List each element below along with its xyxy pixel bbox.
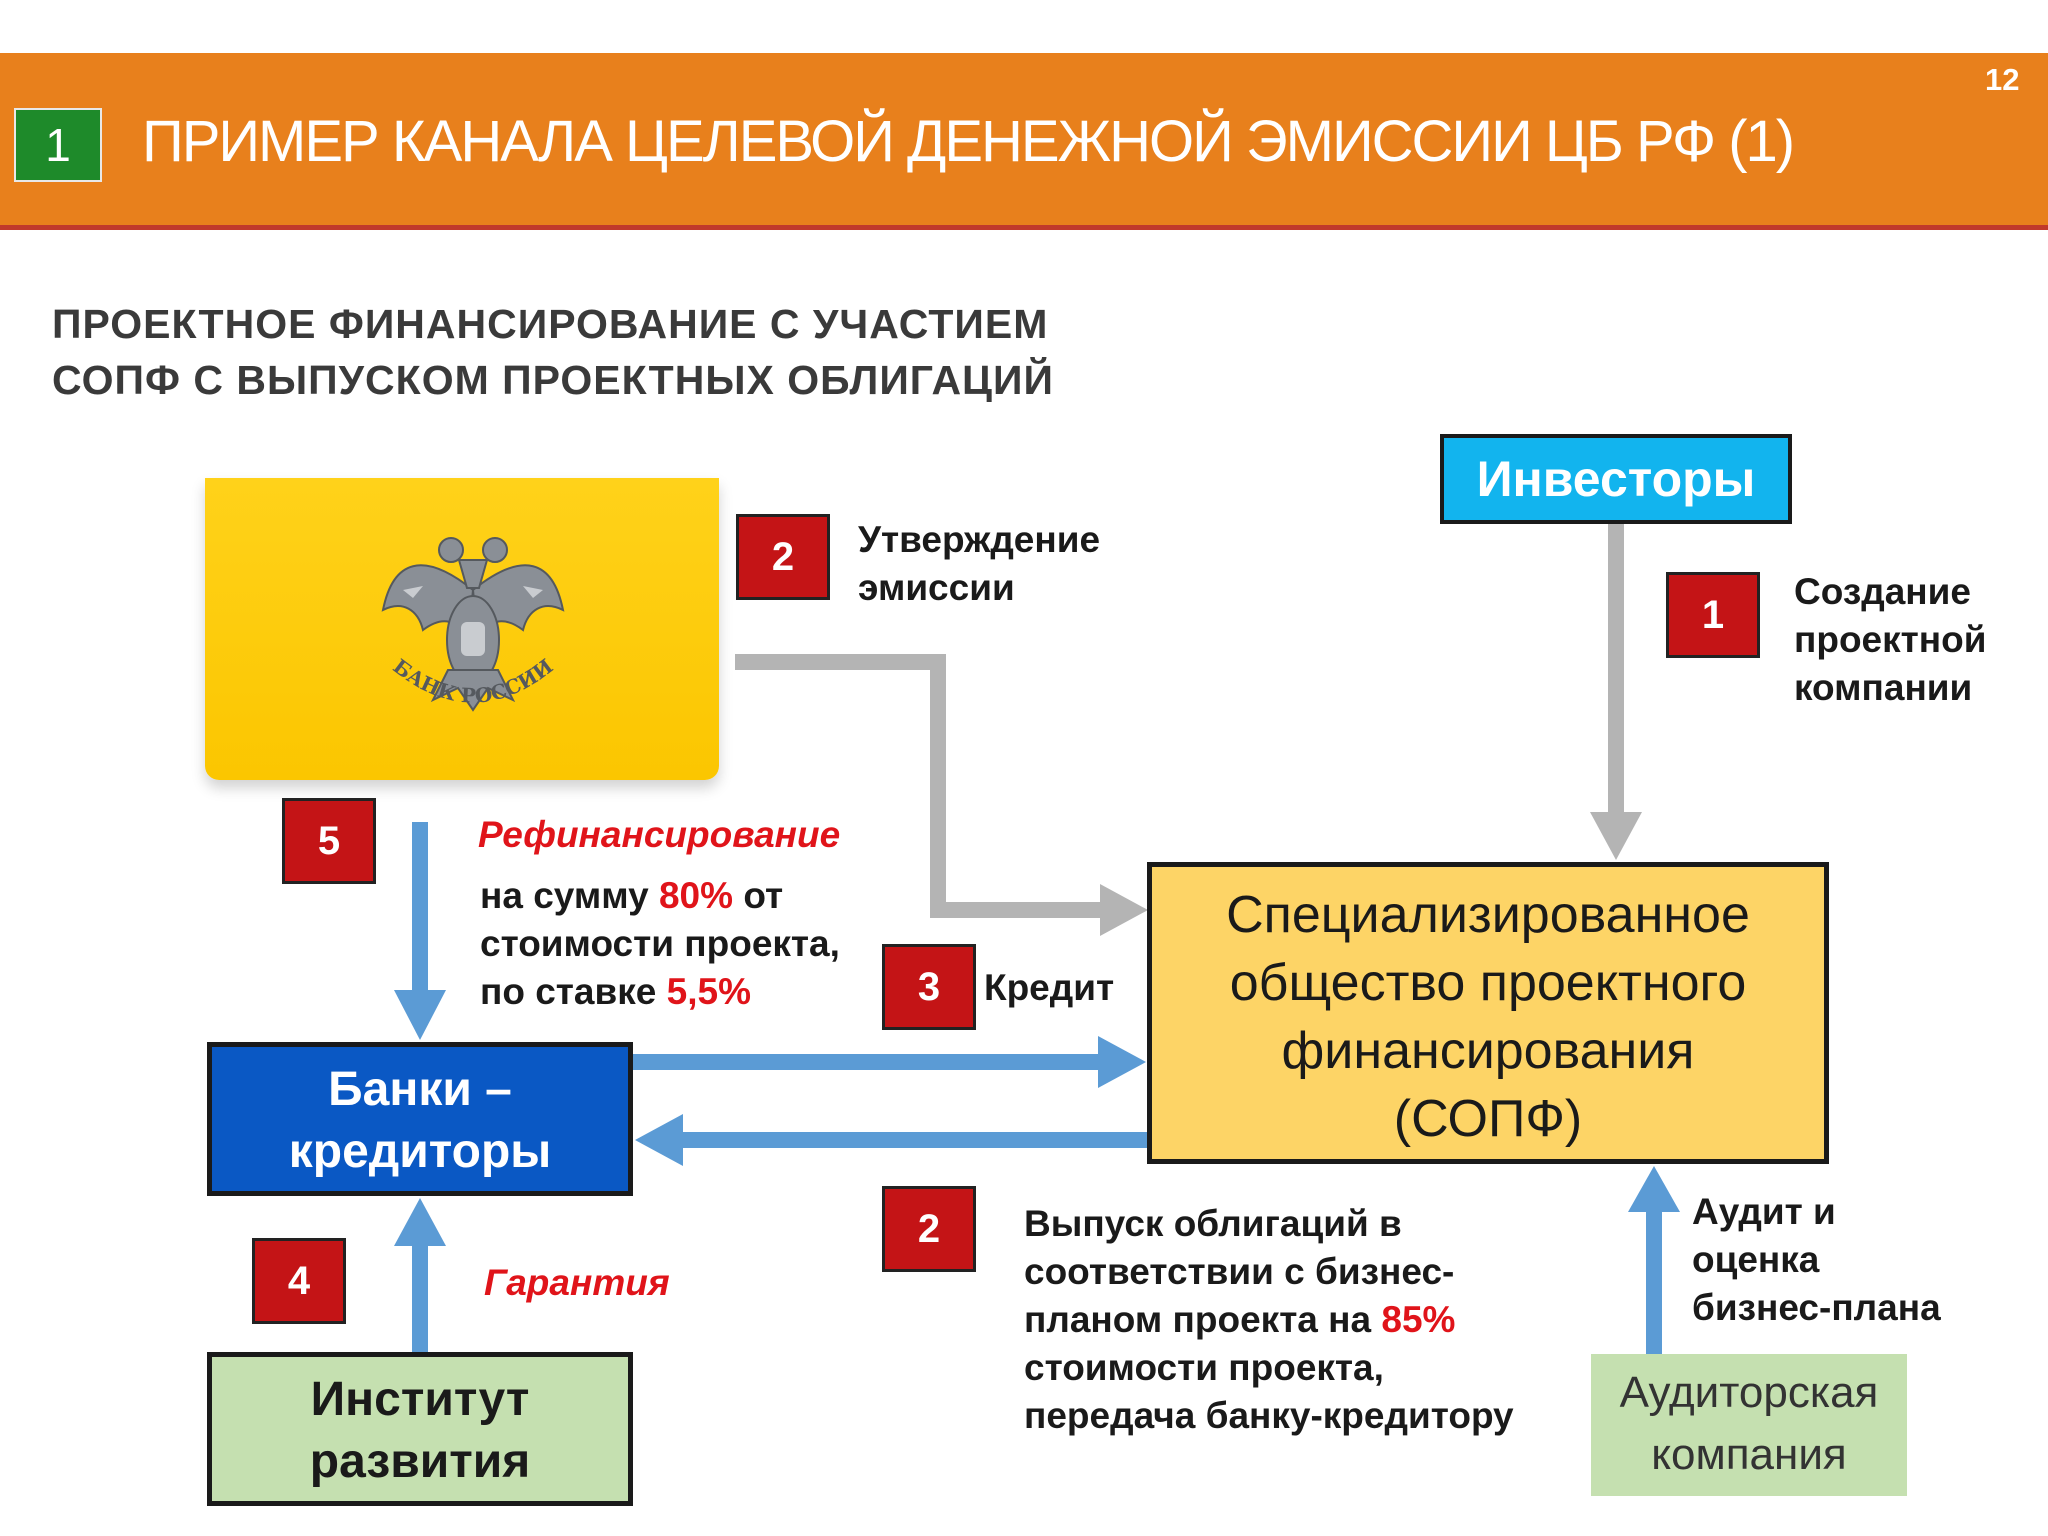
step-number-credit: 3: [882, 944, 976, 1030]
slide-title: ПРИМЕР КАНАЛА ЦЕЛЕВОЙ ДЕНЕЖНОЙ ЭМИССИИ Ц…: [142, 109, 1795, 174]
label-line: эмиссии: [858, 567, 1015, 608]
box-line: Банки –: [328, 1063, 512, 1116]
guarantee-arrowhead: [394, 1198, 446, 1246]
label-line: на сумму 80% от: [480, 875, 784, 916]
double-headed-eagle-icon: БАНК РОССИИ: [381, 537, 565, 712]
label-line: бизнес-плана: [1692, 1287, 1941, 1328]
label-line: по ставке 5,5%: [480, 971, 751, 1012]
label-line: Аудит и: [1692, 1191, 1836, 1232]
box-line: Аудиторская: [1619, 1368, 1879, 1417]
development-institute-box: Институт развития: [207, 1352, 633, 1506]
refinancing-title: Рефинансирование: [478, 814, 841, 855]
step-number-creation: 1: [1666, 572, 1760, 658]
central-bank-logo: БАНК РОССИИ: [205, 478, 719, 780]
header-divider: [0, 225, 2048, 230]
box-line: Институт: [310, 1373, 530, 1426]
header-bar: [0, 53, 2048, 225]
section-badge: 1: [14, 108, 102, 182]
refinancing-label: на сумму 80% от стоимости проекта, по ст…: [480, 872, 840, 1016]
refinancing-share: 80%: [658, 875, 734, 916]
audit-arrowhead: [1628, 1166, 1680, 1212]
approval-label: Утверждение эмиссии: [858, 516, 1100, 612]
subtitle-line: СОПФ С ВЫПУСКОМ ПРОЕКТНЫХ ОБЛИГАЦИЙ: [52, 357, 1054, 403]
label-line: компании: [1794, 667, 1973, 708]
audit-company-box: Аудиторская компания: [1591, 1354, 1907, 1496]
box-line: общество проектного: [1229, 954, 1747, 1012]
sopf-box: Специализированное общество проектного ф…: [1147, 862, 1829, 1164]
label-line: стоимости проекта,: [1024, 1347, 1384, 1388]
bonds-arrowhead: [635, 1114, 683, 1166]
creation-label: Создание проектной компании: [1794, 568, 1986, 712]
label-line: планом проекта на 85%: [1024, 1299, 1456, 1340]
label-line: проектной: [1794, 619, 1987, 660]
step-number-guarantee: 4: [252, 1238, 346, 1324]
bonds-share: 85%: [1381, 1299, 1456, 1340]
box-line: финансирования: [1281, 1022, 1695, 1080]
box-line: компания: [1651, 1430, 1847, 1479]
diagram-subtitle: ПРОЕКТНОЕ ФИНАНСИРОВАНИЕ С УЧАСТИЕМ СОПФ…: [52, 296, 1202, 408]
label-line: передача банку-кредитору: [1024, 1395, 1514, 1436]
box-line: (СОПФ): [1393, 1090, 1583, 1148]
step-number-bonds: 2: [882, 1186, 976, 1272]
subtitle-line: ПРОЕКТНОЕ ФИНАНСИРОВАНИЕ С УЧАСТИЕМ: [52, 301, 1049, 347]
approval-arrow: [735, 654, 1110, 918]
approval-arrowhead: [1100, 884, 1148, 936]
creation-arrowhead: [1590, 812, 1642, 860]
label-line: Создание: [1794, 571, 1971, 612]
label-line: соответствии с бизнес-: [1024, 1251, 1455, 1292]
step-number-refinancing: 5: [282, 798, 376, 884]
guarantee-label: Гарантия: [484, 1262, 670, 1303]
refinancing-arrowhead: [394, 990, 446, 1040]
investors-box: Инвесторы: [1440, 434, 1792, 524]
label-line: Выпуск облигаций в: [1024, 1203, 1402, 1244]
box-line: развития: [309, 1435, 531, 1488]
credit-arrowhead: [1098, 1036, 1146, 1088]
audit-label: Аудит и оценка бизнес-плана: [1692, 1188, 1941, 1332]
refinancing-rate: 5,5%: [666, 971, 751, 1012]
box-line: Специализированное: [1226, 886, 1750, 944]
box-line: кредиторы: [288, 1125, 552, 1178]
banks-creditors-box: Банки – кредиторы: [207, 1042, 633, 1196]
step-number-approval: 2: [736, 514, 830, 600]
credit-label: Кредит: [984, 967, 1115, 1008]
label-line: оценка: [1692, 1239, 1820, 1280]
label-line: Утверждение: [858, 519, 1101, 560]
bonds-label: Выпуск облигаций в соответствии с бизнес…: [1024, 1200, 1514, 1440]
page-number: 12: [1985, 62, 2020, 97]
label-line: стоимости проекта,: [480, 923, 840, 964]
